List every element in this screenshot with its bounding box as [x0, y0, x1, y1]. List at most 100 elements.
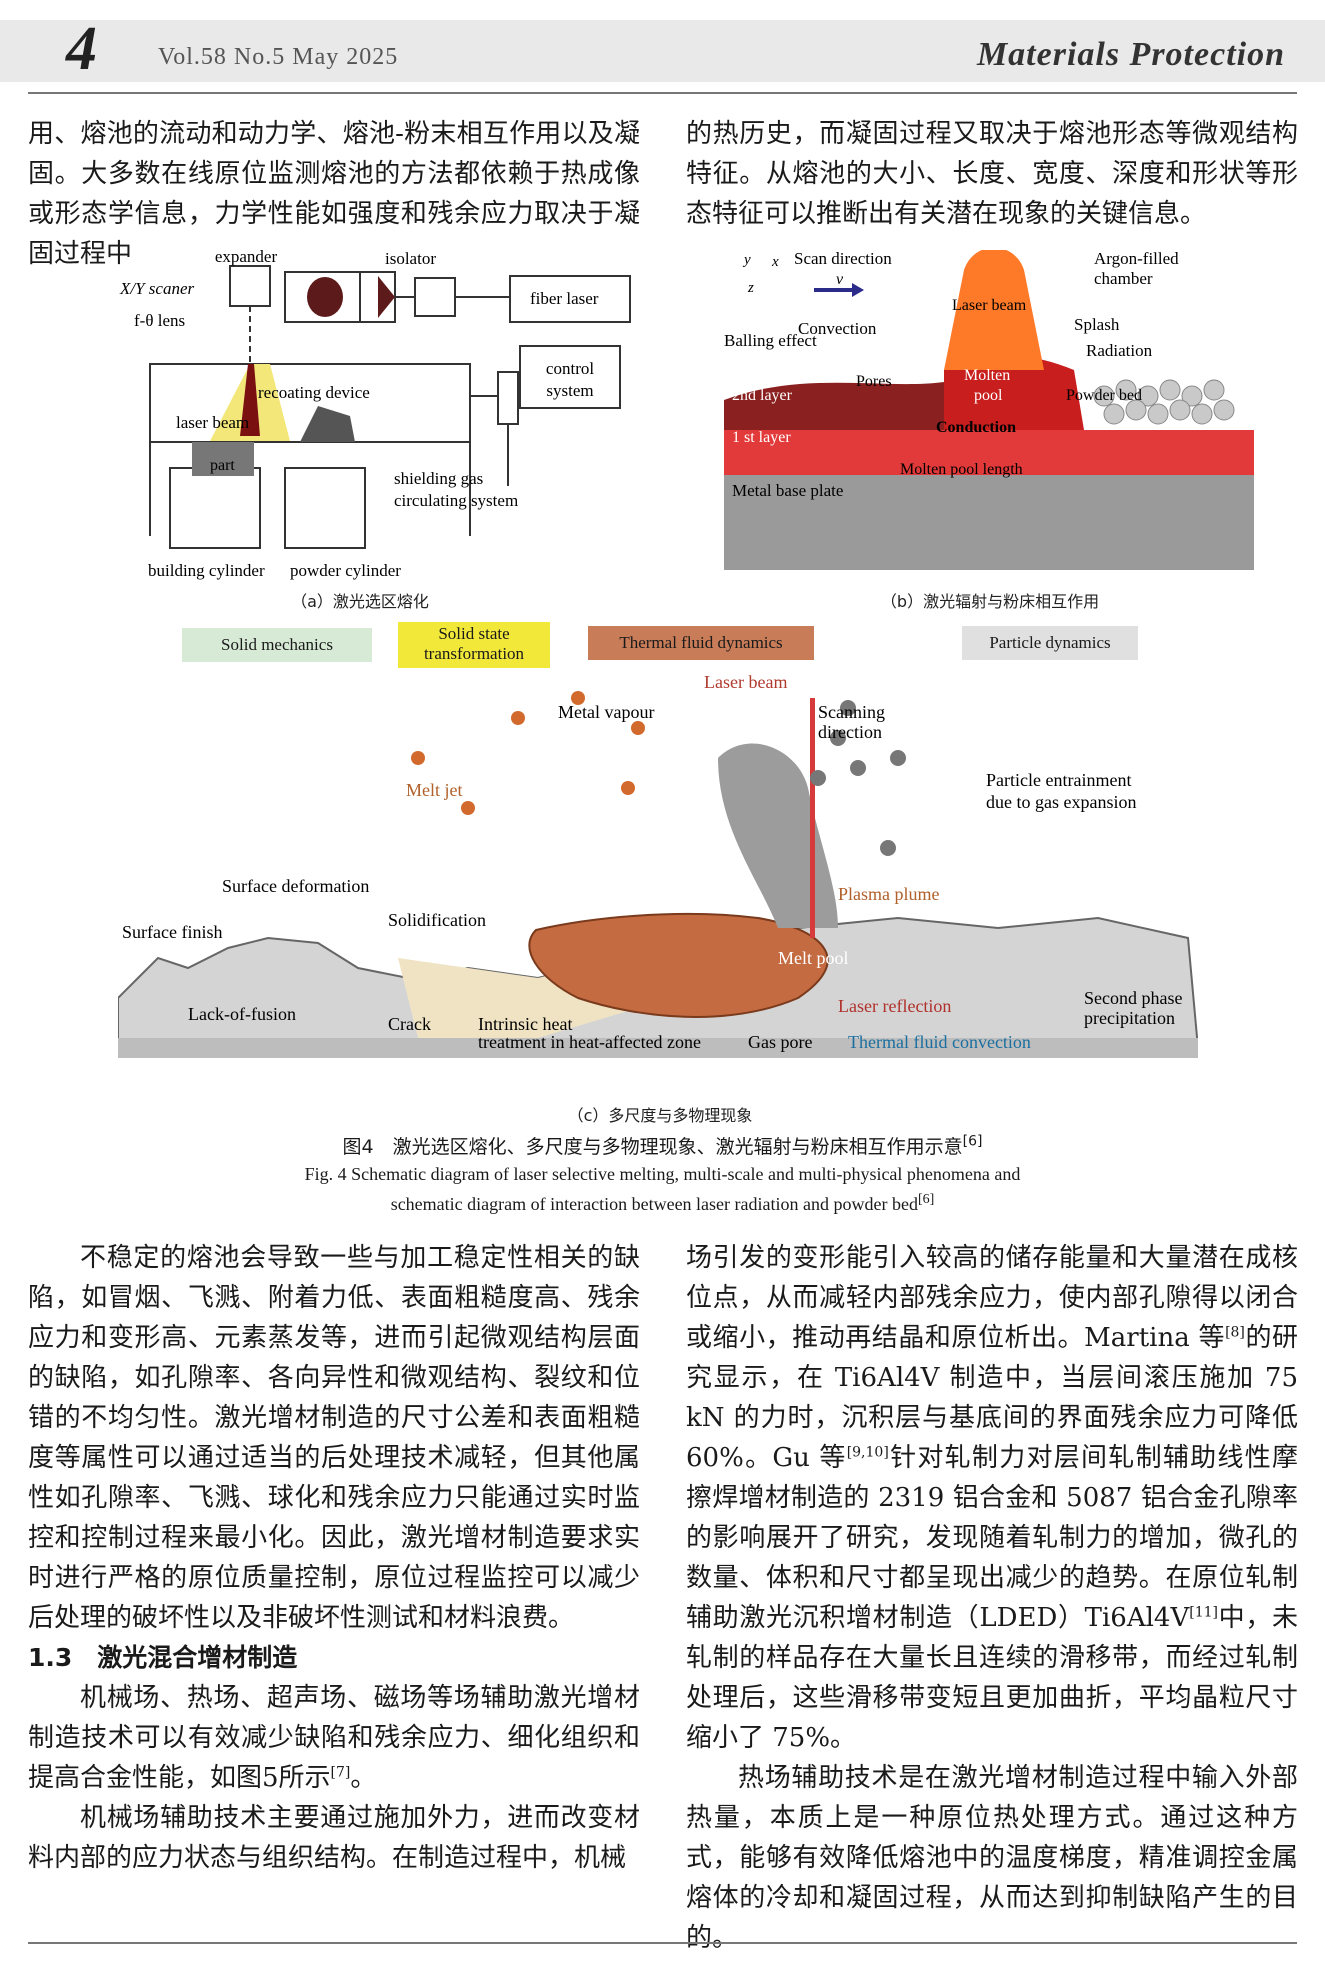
label-argon-2: chamber	[1094, 269, 1153, 288]
label-argon-1: Argon-filled	[1094, 250, 1179, 268]
figure-4a-diagram: expander isolator X/Y scaner f-θ lens fi…	[119, 247, 631, 580]
figure-caption-cn-text: 图4 激光选区熔化、多尺度与多物理现象、激光辐射与粉床相互作用示意	[342, 1136, 963, 1158]
figure-caption-en-line1: Fig. 4 Schematic diagram of laser select…	[304, 1164, 1021, 1184]
axis-x: x	[771, 254, 779, 270]
label-convection: Convection	[798, 319, 877, 338]
label-melt-pool: Melt pool	[778, 948, 849, 968]
label-radiation: Radiation	[1086, 341, 1153, 360]
label-isolator: isolator	[385, 249, 436, 268]
body-paragraph: 热场辅助技术是在激光增材制造过程中输入外部热量，本质上是一种原位热处理方式。通过…	[686, 1763, 1298, 1953]
label-solidification: Solidification	[388, 910, 486, 930]
para-end: 。	[350, 1763, 377, 1793]
label-laser-beam-b: Laser beam	[952, 297, 1027, 314]
label-second-phase-2: precipitation	[1084, 1008, 1175, 1028]
citation-ref: [11]	[1189, 1604, 1218, 1621]
journal-issue: Vol.58 No.5 May 2025	[158, 44, 399, 70]
label-intrinsic-2: treatment in heat-affected zone	[478, 1032, 701, 1052]
label-control-1: control	[546, 359, 594, 378]
bottom-left-column: 不稳定的熔池会导致一些与加工稳定性相关的缺陷，如冒烟、飞溅、附着力低、表面粗糙度…	[28, 1238, 640, 1878]
label-metal-vapour: Metal vapour	[558, 702, 654, 722]
page-number: 4	[66, 15, 97, 83]
label-entrainment-1: Particle entrainment	[986, 770, 1131, 790]
figure-caption-en-text: schematic diagram of interaction between…	[390, 1194, 918, 1214]
label-conduction: Conduction	[936, 419, 1016, 436]
label-surface-deformation: Surface deformation	[222, 876, 369, 896]
label-laser-reflection: Laser reflection	[838, 996, 951, 1016]
label-building-cylinder: building cylinder	[148, 561, 265, 580]
citation-ref: [7]	[330, 1764, 351, 1781]
para-text: 针对轧制力对层间轧制辅助线性摩擦焊增材制造的 2319 铝合金和 5087 铝合…	[686, 1443, 1298, 1633]
label-shielding-1: shielding gas	[394, 469, 483, 488]
citation-ref: [9,10]	[846, 1444, 889, 1461]
label-molten-2: pool	[974, 387, 1003, 404]
body-paragraph: 机械场辅助技术主要通过施加外力，进而改变材料内部的应力状态与组织结构。在制造过程…	[28, 1803, 640, 1873]
label-entrainment-2: due to gas expansion	[986, 792, 1136, 812]
label-recoating: recoating device	[258, 383, 370, 402]
journal-name: Materials Protection	[976, 36, 1285, 73]
figure-caption-en-line2: schematic diagram of interaction between…	[0, 1192, 1325, 1215]
bottom-right-column: 场引发的变形能引入较高的储存能量和大量潜在成核位点，从而减轻内部残余应力，使内部…	[686, 1238, 1298, 1958]
label-powder-cylinder: powder cylinder	[290, 561, 401, 580]
para-text: 机械场、热场、超声场、磁场等场辅助激光增材制造技术可以有效减少缺陷和残余应力、细…	[28, 1683, 640, 1793]
citation-ref: [8]	[1225, 1324, 1245, 1341]
label-scanning-1: Scanning	[818, 702, 885, 722]
figure-caption-cn-ref: [6]	[962, 1133, 983, 1150]
label-second-phase-1: Second phase	[1084, 988, 1182, 1008]
label-scanner: X/Y scaner	[119, 279, 195, 298]
label-lens: f-θ lens	[134, 311, 185, 330]
label-gas-pore: Gas pore	[748, 1032, 812, 1052]
label-laser-beam: laser beam	[176, 413, 249, 432]
figure-4b-diagram: y x z Scan direction v Argon-filled cham…	[724, 250, 1254, 570]
label-layer-1: 1 st layer	[732, 429, 791, 446]
label-fiber-laser: fiber laser	[530, 289, 599, 308]
axis-y: y	[742, 252, 751, 268]
figure-4c-caption: （c）多尺度与多物理现象	[567, 1106, 753, 1125]
label-part: part	[210, 457, 235, 474]
top-right-column: 的热历史，而凝固过程又取决于熔池形态等微观结构特征。从熔池的大小、长度、宽度、深…	[686, 114, 1298, 234]
legend-thermal-fluid: Thermal fluid dynamics	[588, 626, 814, 660]
legend-solid-mechanics: Solid mechanics	[182, 628, 372, 662]
para-text: 的研究显示，在 Ti6Al4V 制造中，当层间滚压施加 75 kN 的力时，沉积…	[686, 1323, 1298, 1473]
label-layer-2: 2nd layer	[732, 387, 793, 404]
label-thermal-conv: Thermal fluid convection	[848, 1032, 1031, 1052]
body-paragraph: 用、熔池的流动和动力学、熔池-粉末相互作用以及凝固。大多数在线原位监测熔池的方法…	[28, 119, 640, 269]
label-laser-beam-c: Laser beam	[704, 672, 787, 692]
label-scanning-2: direction	[818, 722, 882, 742]
label-intrinsic-1: Intrinsic heat	[478, 1014, 572, 1034]
figure-caption-en-ref: [6]	[917, 1192, 935, 1207]
body-paragraph: 场引发的变形能引入较高的储存能量和大量潜在成核位点，从而减轻内部残余应力，使内部…	[686, 1238, 1298, 1758]
label-scan-direction: Scan direction	[794, 250, 892, 268]
figure-4c-diagram: Laser beam Metal vapour Scanning directi…	[118, 672, 1198, 1058]
legend-particle-dynamics: Particle dynamics	[962, 626, 1138, 660]
body-paragraph: 不稳定的熔池会导致一些与加工稳定性相关的缺陷，如冒烟、飞溅、附着力低、表面粗糙度…	[28, 1243, 640, 1633]
label-molten-1: Molten	[964, 367, 1010, 384]
top-left-column: 用、熔池的流动和动力学、熔池-粉末相互作用以及凝固。大多数在线原位监测熔池的方法…	[28, 114, 640, 274]
body-paragraph: 机械场、热场、超声场、磁场等场辅助激光增材制造技术可以有效减少缺陷和残余应力、细…	[28, 1678, 640, 1798]
label-pores: Pores	[856, 373, 892, 390]
label-v: v	[836, 271, 844, 288]
label-plasma-plume: Plasma plume	[838, 884, 940, 904]
figure-caption-cn: 图4 激光选区熔化、多尺度与多物理现象、激光辐射与粉床相互作用示意[6]	[0, 1132, 1325, 1159]
label-pool-length: Molten pool length	[900, 461, 1023, 478]
label-base-plate: Metal base plate	[732, 481, 843, 500]
label-lack-of-fusion: Lack-of-fusion	[188, 1004, 296, 1024]
figure-4b-caption: （b）激光辐射与粉床相互作用	[880, 592, 1100, 611]
label-surface-finish: Surface finish	[122, 922, 222, 942]
axis-z: z	[747, 280, 754, 296]
label-shielding-2: circulating system	[394, 491, 518, 510]
header-bar	[0, 20, 1325, 82]
footer-rule	[28, 1942, 1297, 1944]
label-powder-bed: Powder bed	[1066, 387, 1142, 404]
para-text: 中，未轧制的样品存在大量长且连续的滑移带，而经过轧制处理后，这些滑移带变短且更加…	[686, 1603, 1298, 1753]
label-expander: expander	[215, 247, 278, 266]
label-melt-jet: Melt jet	[406, 780, 463, 800]
body-paragraph: 的热历史，而凝固过程又取决于熔池形态等微观结构特征。从熔池的大小、长度、宽度、深…	[686, 119, 1298, 229]
header-rule	[28, 92, 1297, 94]
para-text: 场引发的变形能引入较高的储存能量和大量潜在成核位点，从而减轻内部残余应力，使内部…	[686, 1243, 1298, 1353]
label-crack: Crack	[388, 1014, 431, 1034]
label-balling: Balling effect	[724, 331, 817, 350]
section-heading: 1.3 激光混合增材制造	[28, 1643, 298, 1672]
figure-4a-caption: （a）激光选区熔化	[291, 592, 429, 611]
label-splash: Splash	[1074, 315, 1120, 334]
label-control-2: system	[546, 381, 593, 400]
